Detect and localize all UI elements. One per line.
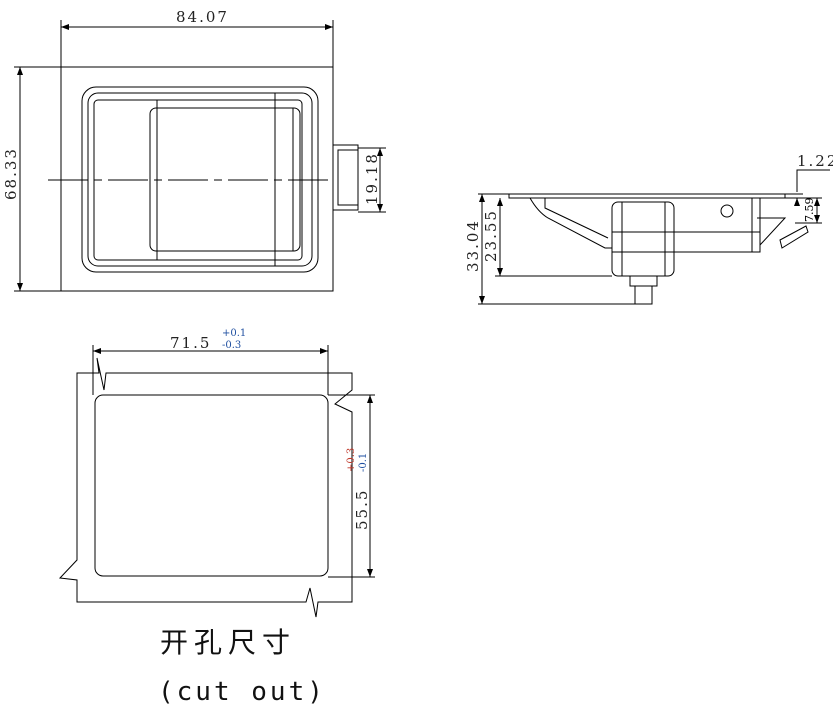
plate-thickness-dimension: 1.22 <box>797 152 833 170</box>
top-view: 84.07 68.33 19.18 <box>2 8 386 292</box>
nut <box>629 275 658 287</box>
caption-english: (cut out) <box>158 677 326 707</box>
body-depth-dimension: 23.55 <box>482 209 500 262</box>
lever-dimension: 7.59 <box>803 198 816 223</box>
height-tol-minus: -0.1 <box>358 453 369 472</box>
width-tol-minus: -0.3 <box>222 340 241 351</box>
cutout-width-dimension: 71.5 <box>170 334 211 352</box>
cutout-height-dimension: 55.5 <box>353 489 371 530</box>
width-dimension: 84.07 <box>176 8 229 26</box>
height-tol-plus: +0.3 <box>346 448 357 472</box>
mounting-plate-outline <box>60 66 334 292</box>
lever <box>757 217 809 249</box>
side-view: 33.04 23.55 1.22 7.59 <box>464 152 833 305</box>
total-depth-dimension: 33.04 <box>464 219 482 272</box>
cutout-view: 71.5 +0.1 -0.3 55.5 +0.3 -0.1 开孔尺寸 (cut … <box>58 328 375 707</box>
width-tol-plus: +0.1 <box>222 328 246 339</box>
boss-dimension: 19.18 <box>363 152 381 205</box>
cutout-opening <box>94 394 329 577</box>
plate-section <box>508 193 786 199</box>
height-dimension: 68.33 <box>2 147 20 200</box>
panel-break-outline <box>58 357 353 618</box>
caption-chinese: 开孔尺寸 <box>160 626 296 659</box>
boss <box>332 144 359 211</box>
